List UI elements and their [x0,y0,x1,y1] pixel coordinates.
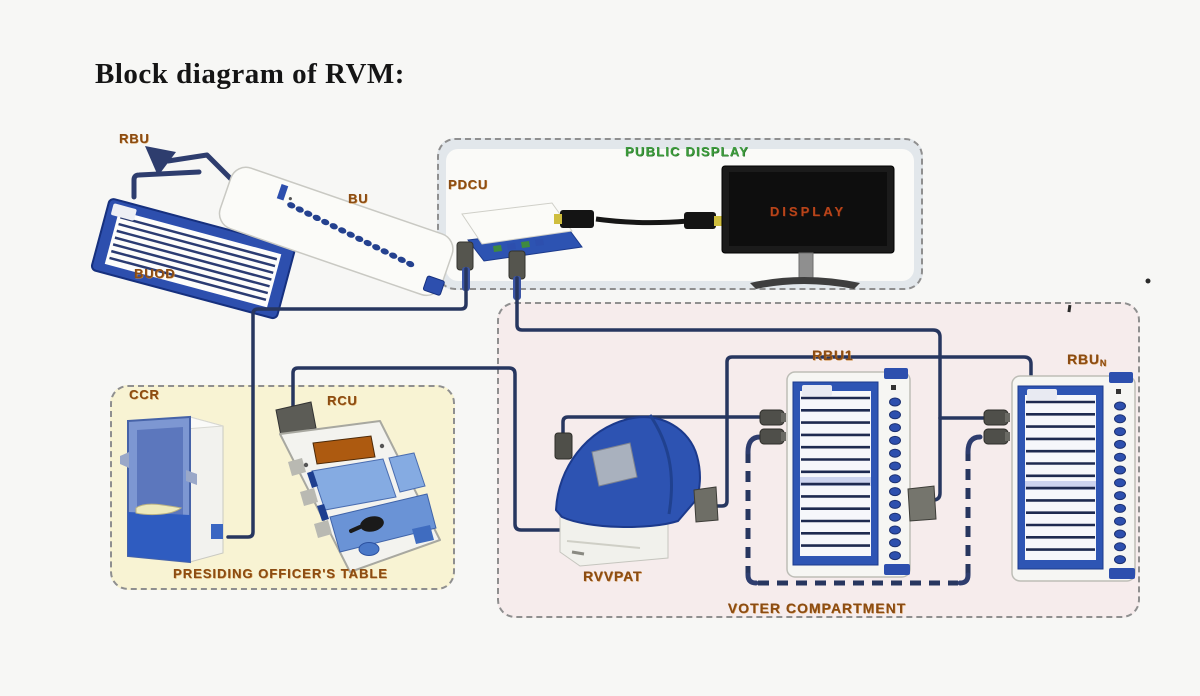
rvvpat-left-plug [554,432,573,460]
rbun-label-main: RBU [1067,351,1100,367]
hdmi-cable [554,210,722,229]
monitor-screen-text: DISPLAY [769,204,847,219]
public-display-section-label: PUBLIC DISPLAY [625,144,749,159]
voter-compartment-dashed-boundary [745,434,983,586]
buod-device [90,198,296,320]
pdcu-label: PDCU [448,177,489,192]
rbu1-side-connector [907,485,937,522]
rvvpat-window [591,442,638,487]
voter-compartment-label: VOTER COMPARTMENT [727,600,907,616]
rbun-device [1011,372,1136,582]
rvvpat-right-connector [693,486,719,523]
bu-label: BU [348,191,369,206]
buod-slats [109,216,278,302]
pdcu-left-plug [456,241,474,271]
arrowhead [145,146,176,176]
rbun-label: RBUN [1067,351,1107,368]
cables [226,267,1033,539]
monitor-base [750,277,860,289]
pdcu-device [461,202,583,262]
ccr-paper-slip [135,503,183,516]
page-title: Block diagram of RVM: [95,58,405,90]
ccr-device [120,415,224,564]
scan-speck [1145,278,1151,284]
rbu1-device [786,368,911,578]
bu-buttons [287,202,415,268]
rbu1-label: RBU1 [812,347,854,363]
monitor [721,165,895,289]
rcu-display-window [312,435,376,465]
presiding-officers-table-label: PRESIDING OFFICER'S TABLE [173,566,388,581]
rvvpat-label: RVVPAT [583,568,643,584]
scan-speck [1067,304,1072,313]
bu-device [218,166,454,297]
ccr-label: CCR [129,387,160,402]
bu-to-rbu-arrow [131,146,240,200]
rcu-label: RCU [327,393,358,408]
rbun-label-subscript: N [1099,358,1108,368]
rvvpat-device [554,414,701,567]
rbu-label: RBU [119,131,150,146]
buod-label: BUOD [134,266,176,281]
rbu-plugs [759,409,1010,445]
pdcu-right-plug [508,250,526,280]
monitor-stand [798,252,814,280]
rcu-device [275,401,441,573]
